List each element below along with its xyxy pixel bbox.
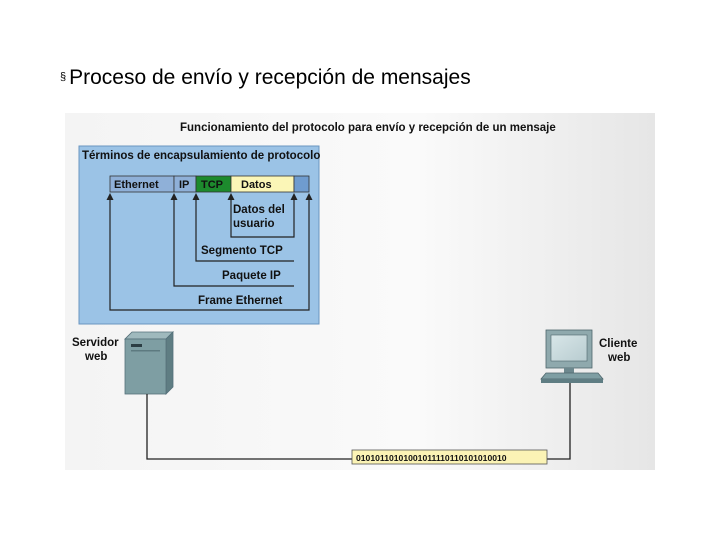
binary-stream: 01010110101001011110110101010010 bbox=[356, 453, 507, 463]
client-label-line2: web bbox=[607, 352, 630, 364]
client-computer-icon bbox=[540, 329, 604, 383]
server-icon bbox=[124, 331, 174, 395]
datos-cell-label: Datos bbox=[241, 179, 272, 191]
server-label-line1: Servidor bbox=[72, 337, 119, 349]
slide-heading: § Proceso de envío y recepción de mensaj… bbox=[60, 66, 471, 90]
diagram-title: Funcionamiento del protocolo para envío … bbox=[180, 122, 556, 134]
protocol-diagram: Funcionamiento del protocolo para envío … bbox=[65, 113, 655, 470]
trailer-cell bbox=[293, 175, 310, 193]
user-data-label-line2: usuario bbox=[233, 218, 275, 230]
ethernet-frame-label: Frame Ethernet bbox=[198, 295, 283, 307]
client-label-line1: Cliente bbox=[599, 338, 637, 350]
binary-stream-box bbox=[351, 449, 548, 465]
ip-cell-label: IP bbox=[179, 179, 189, 191]
tcp-cell-label: TCP bbox=[201, 179, 223, 191]
ethernet-cell-label: Ethernet bbox=[114, 179, 159, 191]
bracket-arrowheads bbox=[106, 193, 313, 200]
ip-packet-label: Paquete IP bbox=[222, 270, 281, 282]
tcp-segment-label: Segmento TCP bbox=[201, 245, 283, 257]
slide-title: Proceso de envío y recepción de mensajes bbox=[69, 66, 471, 89]
bullet-icon: § bbox=[60, 71, 67, 83]
bracket-lines bbox=[109, 196, 310, 311]
user-data-label-line1: Datos del bbox=[233, 204, 285, 216]
panel-title: Términos de encapsulamiento de protocolo bbox=[82, 150, 320, 162]
server-label-line2: web bbox=[84, 351, 107, 363]
